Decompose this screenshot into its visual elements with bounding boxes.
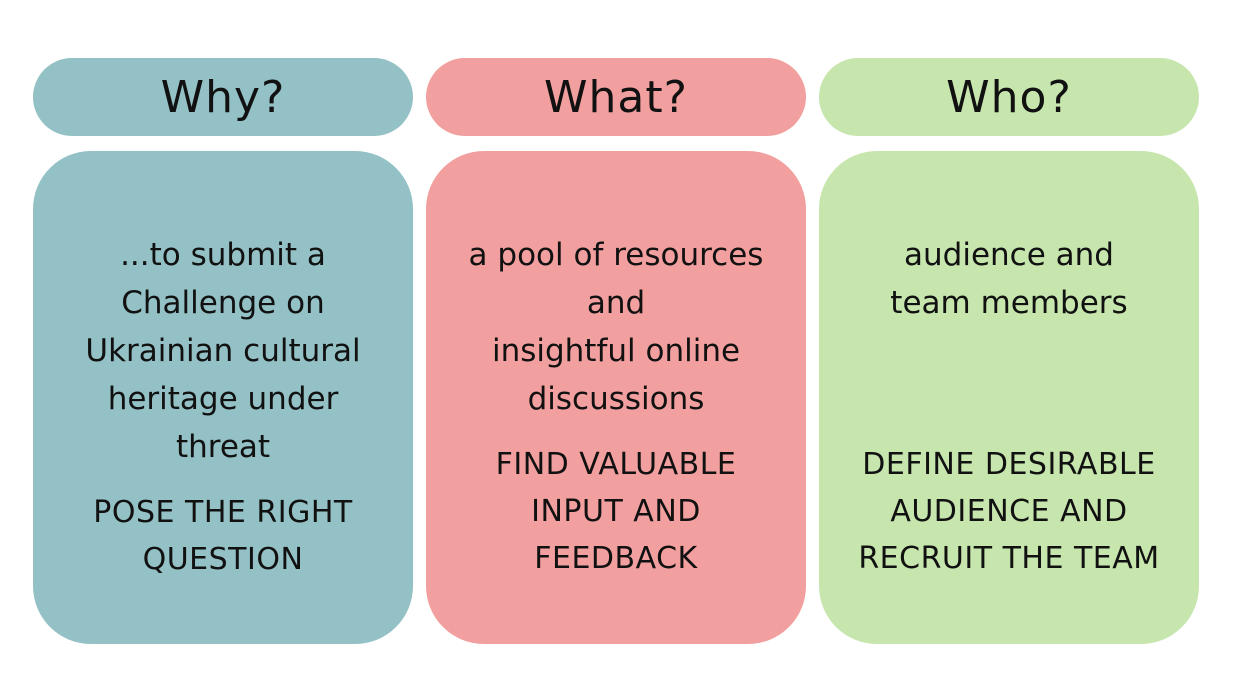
header-who: Who? <box>819 58 1199 136</box>
header-what-label: What? <box>544 71 688 123</box>
header-why: Why? <box>33 58 413 136</box>
header-who-label: Who? <box>946 71 1072 123</box>
header-why-label: Why? <box>160 71 286 123</box>
card-what-description: a pool of resources and insightful onlin… <box>468 237 764 417</box>
card-why: ...to submit a Challenge on Ukrainian cu… <box>33 151 413 644</box>
card-why-action: POSE THE RIGHT QUESTION <box>93 495 353 577</box>
card-who-description: audience and team members <box>890 237 1128 321</box>
card-what: a pool of resources and insightful onlin… <box>426 151 806 644</box>
card-who-action: DEFINE DESIRABLE AUDIENCE AND RECRUIT TH… <box>858 447 1160 576</box>
header-what: What? <box>426 58 806 136</box>
card-why-description: ...to submit a Challenge on Ukrainian cu… <box>85 237 361 465</box>
card-who: audience and team members DEFINE DESIRAB… <box>819 151 1199 644</box>
card-what-action: FIND VALUABLE INPUT AND FEEDBACK <box>495 447 737 576</box>
